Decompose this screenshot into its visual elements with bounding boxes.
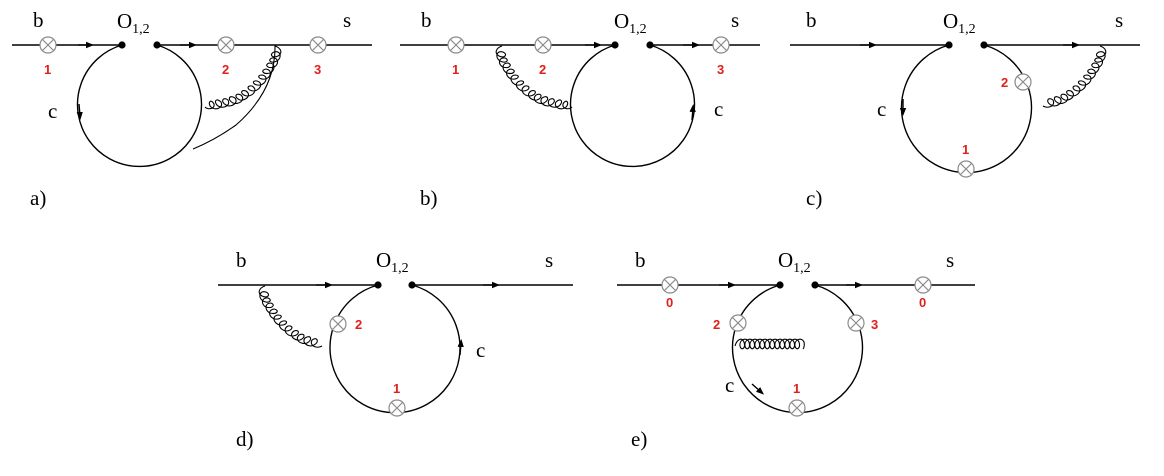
insertion-number: 2 xyxy=(539,62,546,77)
operator-vertex xyxy=(646,41,654,49)
loop-label: c xyxy=(476,338,485,362)
diagram-caption: a) xyxy=(30,186,46,210)
insertion-icon xyxy=(712,36,730,54)
insertion-icon xyxy=(534,36,552,54)
diagram-a: b s O1,2 c 1 2 3 a) xyxy=(12,8,372,210)
insertion-icon xyxy=(661,276,679,294)
quark-label-in: b xyxy=(236,248,247,272)
insertion-icon xyxy=(447,36,465,54)
charm-loop xyxy=(76,44,203,168)
fermion-arrow xyxy=(689,104,696,121)
quark-label-in: b xyxy=(635,248,646,272)
insertion-number: 2 xyxy=(355,317,362,332)
insertion-icon xyxy=(388,399,406,417)
diagram-b: b s O1,2 c 1 2 3 b) xyxy=(400,8,760,210)
operator-vertex xyxy=(811,281,819,289)
insertion-number: 1 xyxy=(793,381,800,396)
insertion-icon xyxy=(39,36,57,54)
operator-vertex xyxy=(118,41,126,49)
diagram-e: b s O1,2 c 0 0 1 2 3 e) xyxy=(617,248,975,451)
insertion-number: 2 xyxy=(713,317,720,332)
loop-label: c xyxy=(48,99,57,123)
insertion-number: 1 xyxy=(962,142,969,157)
loop-label: c xyxy=(714,97,723,121)
loop-label: c xyxy=(725,373,734,397)
operator-vertex xyxy=(374,281,382,289)
insertion-icon xyxy=(309,36,327,54)
fermion-arrow xyxy=(751,383,764,395)
insertion-icon xyxy=(847,314,865,332)
insertion-icon xyxy=(729,314,747,332)
diagram-caption: e) xyxy=(631,427,647,451)
loop-label: c xyxy=(877,97,886,121)
operator-label: O1,2 xyxy=(614,9,647,37)
diagram-caption: d) xyxy=(236,427,254,451)
insertion-number: 3 xyxy=(717,62,724,77)
insertion-number: 1 xyxy=(44,62,51,77)
quark-label-in: b xyxy=(806,8,817,32)
insertion-icon xyxy=(329,315,347,333)
diagram-d: b s O1,2 c 1 2 d) xyxy=(218,248,573,451)
quark-label-out: s xyxy=(343,8,351,32)
diagram-caption: c) xyxy=(806,186,822,210)
operator-label: O1,2 xyxy=(778,248,811,276)
insertion-number: 2 xyxy=(222,62,229,77)
insertion-number: 1 xyxy=(452,62,459,77)
insertion-number: 0 xyxy=(666,295,673,310)
operator-label: O1,2 xyxy=(943,9,976,37)
quark-label-out: s xyxy=(731,8,739,32)
gluon-coil xyxy=(734,338,805,350)
fermion-arrow xyxy=(457,339,464,356)
gluon-coil xyxy=(495,45,573,110)
insertion-icon xyxy=(217,36,235,54)
operator-vertex xyxy=(945,41,953,49)
insertion-number: 2 xyxy=(1001,75,1008,90)
diagram-caption: b) xyxy=(420,186,438,210)
insertion-number: 3 xyxy=(871,317,878,332)
quark-label-out: s xyxy=(1115,8,1123,32)
quark-label-in: b xyxy=(33,8,44,32)
operator-vertex xyxy=(611,41,619,49)
insertion-icon xyxy=(1014,73,1032,91)
gluon-coil xyxy=(1042,45,1107,108)
insertion-number: 0 xyxy=(919,295,926,310)
insertion-icon xyxy=(788,399,806,417)
operator-vertex xyxy=(408,281,416,289)
gluon-propagator xyxy=(192,44,276,150)
quark-label-in: b xyxy=(421,8,432,32)
quark-label-out: s xyxy=(545,248,553,272)
insertion-icon xyxy=(957,160,975,178)
insertion-number: 3 xyxy=(314,62,321,77)
operator-vertex xyxy=(776,281,784,289)
operator-label: O1,2 xyxy=(117,9,150,37)
operator-vertex xyxy=(980,41,988,49)
operator-vertex xyxy=(153,41,161,49)
gluon-coil xyxy=(258,285,323,348)
gluon-coil xyxy=(204,45,282,110)
quark-label-out: s xyxy=(946,248,954,272)
fermion-arrow xyxy=(76,103,83,120)
diagram-c: b s O1,2 c 1 2 c) xyxy=(790,8,1140,210)
charm-loop xyxy=(569,44,696,168)
insertion-icon xyxy=(914,276,932,294)
insertion-number: 1 xyxy=(393,381,400,396)
operator-label: O1,2 xyxy=(376,248,409,276)
